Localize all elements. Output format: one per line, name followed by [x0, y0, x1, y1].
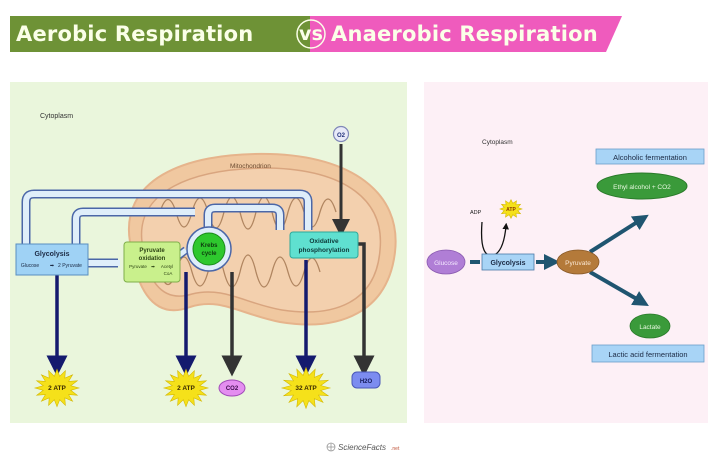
- atp-burst-glycolysis: 2 ATP: [33, 368, 81, 408]
- vs-label: vs: [299, 23, 324, 45]
- pyruvate-oxidation-product-1: Acetyl: [161, 264, 173, 269]
- atp-burst: ATP: [499, 199, 523, 219]
- brand-mark: ScienceFacts .net: [326, 442, 400, 452]
- lactate-label: Lactate: [639, 324, 661, 331]
- footer-logo: ScienceFacts .net: [325, 440, 425, 454]
- pyruvate-to-lactate-arrow: [589, 270, 649, 306]
- krebs-label-1: Krebs: [200, 243, 218, 249]
- alcoholic-fermentation-label-box: Alcoholic fermentation: [595, 148, 705, 165]
- lactic-fermentation-label-box: Lactic acid fermentation: [591, 344, 705, 363]
- banner-background: [10, 16, 622, 52]
- atp-burst-oxphos: 32 ATP: [280, 366, 332, 410]
- krebs-label-2: cycle: [201, 251, 217, 257]
- title-banner: Aerobic Respiration vs Anaerobic Respira…: [10, 16, 622, 52]
- atp-label: ATP: [506, 207, 516, 213]
- oxygen-label: O2: [337, 133, 346, 139]
- oxidative-phosphorylation-box: Oxidative phosphorylation: [289, 231, 359, 259]
- cristae-bottom: [159, 254, 321, 288]
- glucose-label: Glucose: [434, 260, 458, 267]
- aerobic-diagram: Cytoplasm Mitochondrion O2: [15, 113, 397, 410]
- glycolysis-label: Glycolysis: [490, 260, 525, 267]
- vs-circle: [296, 19, 326, 49]
- atp-burst-krebs: 2 ATP: [162, 368, 210, 408]
- mitochondrion-inner-membrane: [140, 167, 382, 313]
- glycolysis-title: Glycolysis: [34, 251, 69, 258]
- pyruvate-oxidation-product-2: CoA: [164, 271, 173, 276]
- oxidative-label-2: phosphorylation: [299, 247, 350, 254]
- co2-label: CO2: [226, 386, 239, 392]
- lactic-fermentation-label: Lactic acid fermentation: [608, 350, 687, 359]
- glycolysis-reactant: Glucose: [21, 263, 40, 269]
- adp-label: ADP: [470, 210, 482, 216]
- ethyl-alcohol-label: Ethyl alcohol + CO2: [613, 184, 671, 191]
- anaerobic-panel: Cytoplasm Alcoholic fermentation Ethyl a…: [424, 82, 708, 423]
- atp-output-label: 32 ATP: [295, 385, 317, 392]
- output-arrows: [46, 242, 375, 377]
- oxygen-circle: [332, 125, 350, 143]
- glycolysis-box: Glycolysis Glucose ➡ 2 Pyruvate: [15, 243, 89, 276]
- logo-icon: [326, 442, 336, 452]
- carbon-flow-arrows: [21, 189, 313, 268]
- pyruvate-oxidation-title-2: oxidation: [139, 256, 166, 262]
- ethyl-alcohol-node: Ethyl alcohol + CO2: [596, 172, 688, 200]
- water-output: H2O: [351, 371, 381, 389]
- pyruvate-node: Pyruvate: [556, 249, 600, 275]
- water-label: H2O: [360, 379, 373, 385]
- brand-name: ScienceFacts: [338, 443, 386, 452]
- lactate-node: Lactate: [629, 313, 671, 339]
- pyruvate-oxidation-reactant: Pyruvate: [129, 264, 147, 269]
- aerobic-banner-bg: [10, 16, 310, 52]
- cytoplasm-label: Cytoplasm: [482, 139, 513, 146]
- pyruvate-oxidation-box: Pyruvate oxidation Pyruvate ➡ Acetyl CoA: [123, 241, 181, 283]
- reaction-arrow-icon: ➡: [50, 263, 55, 269]
- anaerobic-title: Anaerobic Respiration: [331, 22, 598, 46]
- glucose-node: Glucose: [426, 249, 466, 275]
- anaerobic-diagram: Cytoplasm Alcoholic fermentation Ethyl a…: [426, 139, 705, 363]
- adp-to-atp-arrow: [480, 221, 509, 256]
- aerobic-panel: Cytoplasm Mitochondrion O2: [10, 82, 407, 423]
- krebs-cycle-core: [192, 232, 226, 266]
- anaerobic-banner-bg: [310, 16, 622, 52]
- cytoplasm-label: Cytoplasm: [40, 113, 73, 120]
- pyruvate-to-ethanol-arrow: [588, 214, 649, 254]
- oxygen-input: O2: [332, 125, 350, 237]
- pyruvate-label: Pyruvate: [565, 260, 591, 267]
- outputs: 2 ATP 2 ATP CO2 32 ATP H2O: [33, 366, 381, 410]
- alcoholic-fermentation-label: Alcoholic fermentation: [613, 153, 687, 162]
- pyruvate-oxidation-title-1: Pyruvate: [139, 248, 165, 254]
- aerobic-title: Aerobic Respiration: [16, 22, 254, 46]
- oxidative-label-1: Oxidative: [309, 238, 339, 245]
- brand-suffix: .net: [391, 446, 400, 452]
- mitochondrion-label: Mitochondrion: [230, 163, 271, 170]
- reaction-arrow-icon: ➡: [151, 264, 156, 269]
- glycolysis-box: Glycolysis: [481, 253, 535, 271]
- co2-output: CO2: [218, 379, 246, 397]
- atp-output-label: 2 ATP: [177, 385, 195, 392]
- krebs-cycle: Krebs cycle: [186, 226, 232, 272]
- atp-output-label: 2 ATP: [48, 385, 66, 392]
- glycolysis-product: 2 Pyruvate: [58, 263, 82, 269]
